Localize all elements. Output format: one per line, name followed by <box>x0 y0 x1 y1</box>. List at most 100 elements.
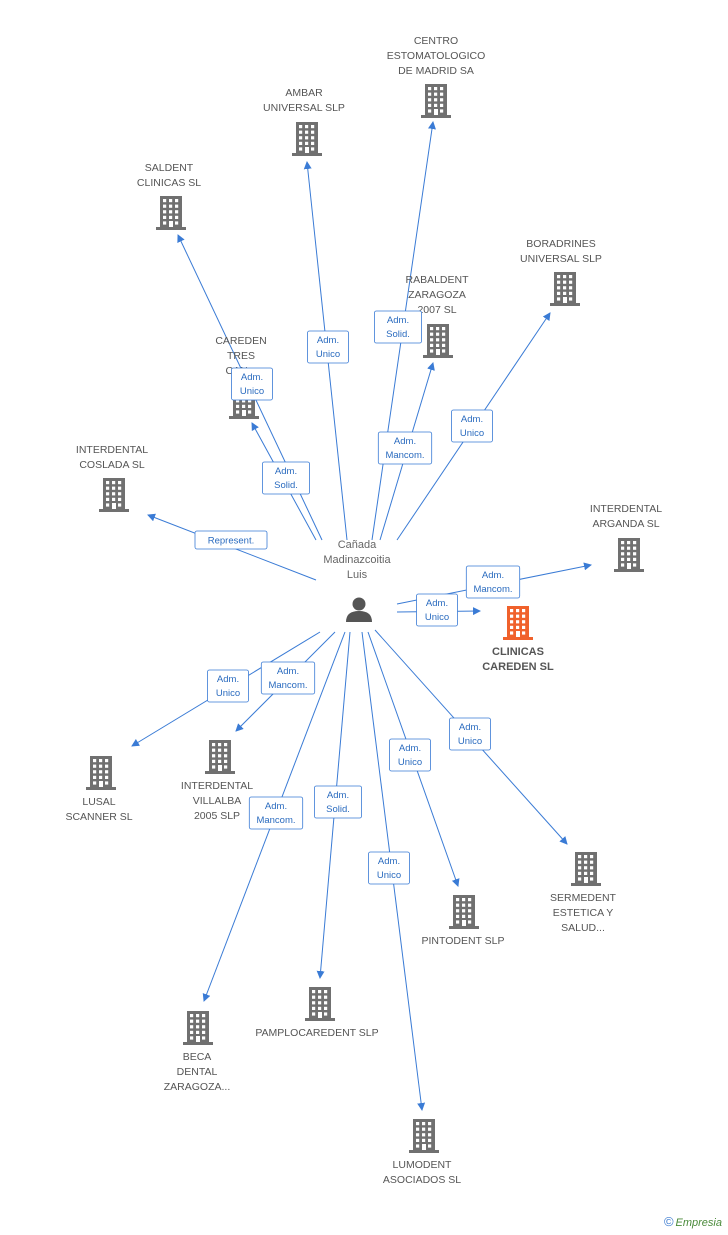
edge-label-line: Adm. <box>387 315 409 326</box>
company-label-line: DE MADRID SA <box>398 65 474 77</box>
company-label-line: 2005 SLP <box>194 810 240 822</box>
company-label-line: UNIVERSAL SLP <box>520 253 602 265</box>
company-label-line: CLINICAS <box>492 646 544 658</box>
company-node-beca[interactable]: BECADENTALZARAGOZA... <box>164 1011 231 1093</box>
company-label-line: SALUD... <box>561 922 605 934</box>
edge-label-line: Adm. <box>399 743 421 754</box>
edge-label-line: Adm. <box>461 414 483 425</box>
company-label-line: ESTETICA Y <box>553 907 614 919</box>
company-label-line: COSLADA SL <box>79 459 145 471</box>
company-label-line: PINTODENT SLP <box>421 935 504 947</box>
company-node-interdental_arganda[interactable]: INTERDENTAL ARGANDA SL <box>590 503 662 572</box>
company-node-clinicas_careden[interactable]: CLINICAS CAREDEN SL <box>482 606 554 673</box>
company-label-line: INTERDENTAL <box>590 503 662 515</box>
company-label-line: UNIVERSAL SLP <box>263 102 345 114</box>
edge-label-line: Adm. <box>426 598 448 609</box>
building-icon <box>99 478 129 512</box>
edge-label-lumodent[interactable]: Adm.Unico <box>368 851 410 885</box>
company-label-line: LUMODENT <box>393 1159 453 1171</box>
copyright-icon: © <box>663 1214 674 1229</box>
edge-label-line: Adm. <box>265 801 287 812</box>
company-label-line: TRES <box>227 350 255 362</box>
edge-label-line: Adm. <box>482 570 504 581</box>
company-label-line: ASOCIADOS SL <box>383 1174 461 1186</box>
company-label-line: ARGANDA SL <box>592 518 659 530</box>
edge-label-line: Unico <box>460 428 484 439</box>
company-label-line: SERMEDENT <box>550 892 617 904</box>
company-label-line: LUSAL <box>82 796 115 808</box>
edge-label-beca[interactable]: Adm.Mancom. <box>248 796 304 830</box>
edge-label-line: Mancom. <box>385 450 424 461</box>
company-node-rabaldent[interactable]: RABALDENT ZARAGOZA 2007 SL <box>405 274 469 358</box>
building-icon <box>423 324 453 358</box>
company-label-line: VILLALBA <box>193 795 241 807</box>
company-label-line: CLINICAS SL <box>137 177 201 189</box>
edge-label-centro[interactable]: Adm.Solid. <box>373 310 422 344</box>
company-node-saldent[interactable]: SALDENT CLINICAS SL <box>137 162 201 230</box>
edge-label-line: Adm. <box>277 666 299 677</box>
edge-label-ambar[interactable]: Adm. Unico <box>307 330 349 364</box>
edge-label-pamplocaredent[interactable]: Adm.Solid. <box>313 785 362 819</box>
company-label-line: INTERDENTAL <box>181 780 253 792</box>
edge-label-rabaldent[interactable]: Adm. Mancom. <box>377 431 433 465</box>
company-node-boradrines[interactable]: BORADRINES UNIVERSAL SLP <box>520 238 602 306</box>
building-icon <box>205 740 235 774</box>
building-icon <box>409 1119 439 1153</box>
edge-label-line: Adm. <box>459 722 481 733</box>
company-label-line: BECA <box>183 1051 212 1063</box>
building-icon <box>614 538 644 572</box>
edge-label-line: Adm. <box>394 436 416 447</box>
edge-label-line: Adm. <box>241 372 263 383</box>
building-icon <box>183 1011 213 1045</box>
edge-label-interdental_coslada[interactable]: Represent. <box>194 530 268 550</box>
company-label-line: BORADRINES <box>526 238 595 250</box>
building-icon <box>550 272 580 306</box>
company-label-line: AMBAR <box>285 87 323 99</box>
building-icon <box>86 756 116 790</box>
edge-label-line: Unico <box>377 870 401 881</box>
company-label-line: RABALDENT <box>405 274 469 286</box>
watermark: ©Empresia <box>664 1214 722 1229</box>
edge-label-boradrines[interactable]: Adm. Unico <box>451 409 493 443</box>
building-icon <box>305 987 335 1021</box>
building-icon <box>449 895 479 929</box>
person-icon <box>346 597 372 622</box>
edge-label-line: Adm. <box>317 335 339 346</box>
edge-label-pintodent[interactable]: Adm. Unico <box>389 738 431 772</box>
company-node-interdental_villalba[interactable]: INTERDENTAL VILLALBA 2005 SLP <box>181 740 253 822</box>
edge-label-line: Mancom. <box>473 584 512 595</box>
company-label-line: ESTOMATOLOGICO <box>387 50 486 62</box>
edge-label-line: Adm. <box>275 466 297 477</box>
company-label-line: ZARAGOZA <box>408 289 466 301</box>
building-icon <box>292 122 322 156</box>
edge-label-interdental_arganda[interactable]: Adm. Mancom. <box>465 565 521 599</box>
company-label-line: 2007 SL <box>417 304 456 316</box>
edge-label-line: Unico <box>398 757 422 768</box>
edge-labels-layer: Adm.Solid.Adm.UnicoAdm.UnicoAdm.UnicoAdm… <box>194 310 521 885</box>
company-node-pintodent[interactable]: PINTODENT SLP <box>421 895 505 947</box>
edge-label-line: Unico <box>425 612 449 623</box>
company-node-lumodent[interactable]: LUMODENT ASOCIADOS SL <box>383 1119 461 1186</box>
company-label-line: CAREDEN SL <box>482 661 554 673</box>
edge-label-careden_tres[interactable]: Adm.Solid. <box>261 461 310 495</box>
edge-label-saldent[interactable]: Adm.Unico <box>231 367 273 401</box>
company-node-sermedent[interactable]: SERMEDENT ESTETICA Y SALUD... <box>550 852 617 934</box>
edge-label-sermedent[interactable]: Adm. Unico <box>449 717 491 751</box>
edge-label-line: Unico <box>216 688 240 699</box>
edge-label-line: Unico <box>316 349 340 360</box>
company-node-pamplocaredent[interactable]: PAMPLOCAREDENT SLP <box>255 987 379 1039</box>
building-icon <box>503 606 533 640</box>
edge-label-clinicas_careden[interactable]: Adm. Unico <box>416 593 458 627</box>
building-icon <box>156 196 186 230</box>
company-label-line: PAMPLOCAREDENT SLP <box>255 1027 378 1039</box>
person-name-line: Madinazcoitia <box>323 554 391 566</box>
edge-label-lusal[interactable]: Adm.Unico <box>207 669 249 703</box>
edge-label-line: Unico <box>458 736 482 747</box>
company-label-line: SALDENT <box>145 162 194 174</box>
company-node-ambar[interactable]: AMBAR UNIVERSAL SLP <box>263 87 345 156</box>
edge-label-interdental_villalba[interactable]: Adm.Mancom. <box>260 661 316 695</box>
